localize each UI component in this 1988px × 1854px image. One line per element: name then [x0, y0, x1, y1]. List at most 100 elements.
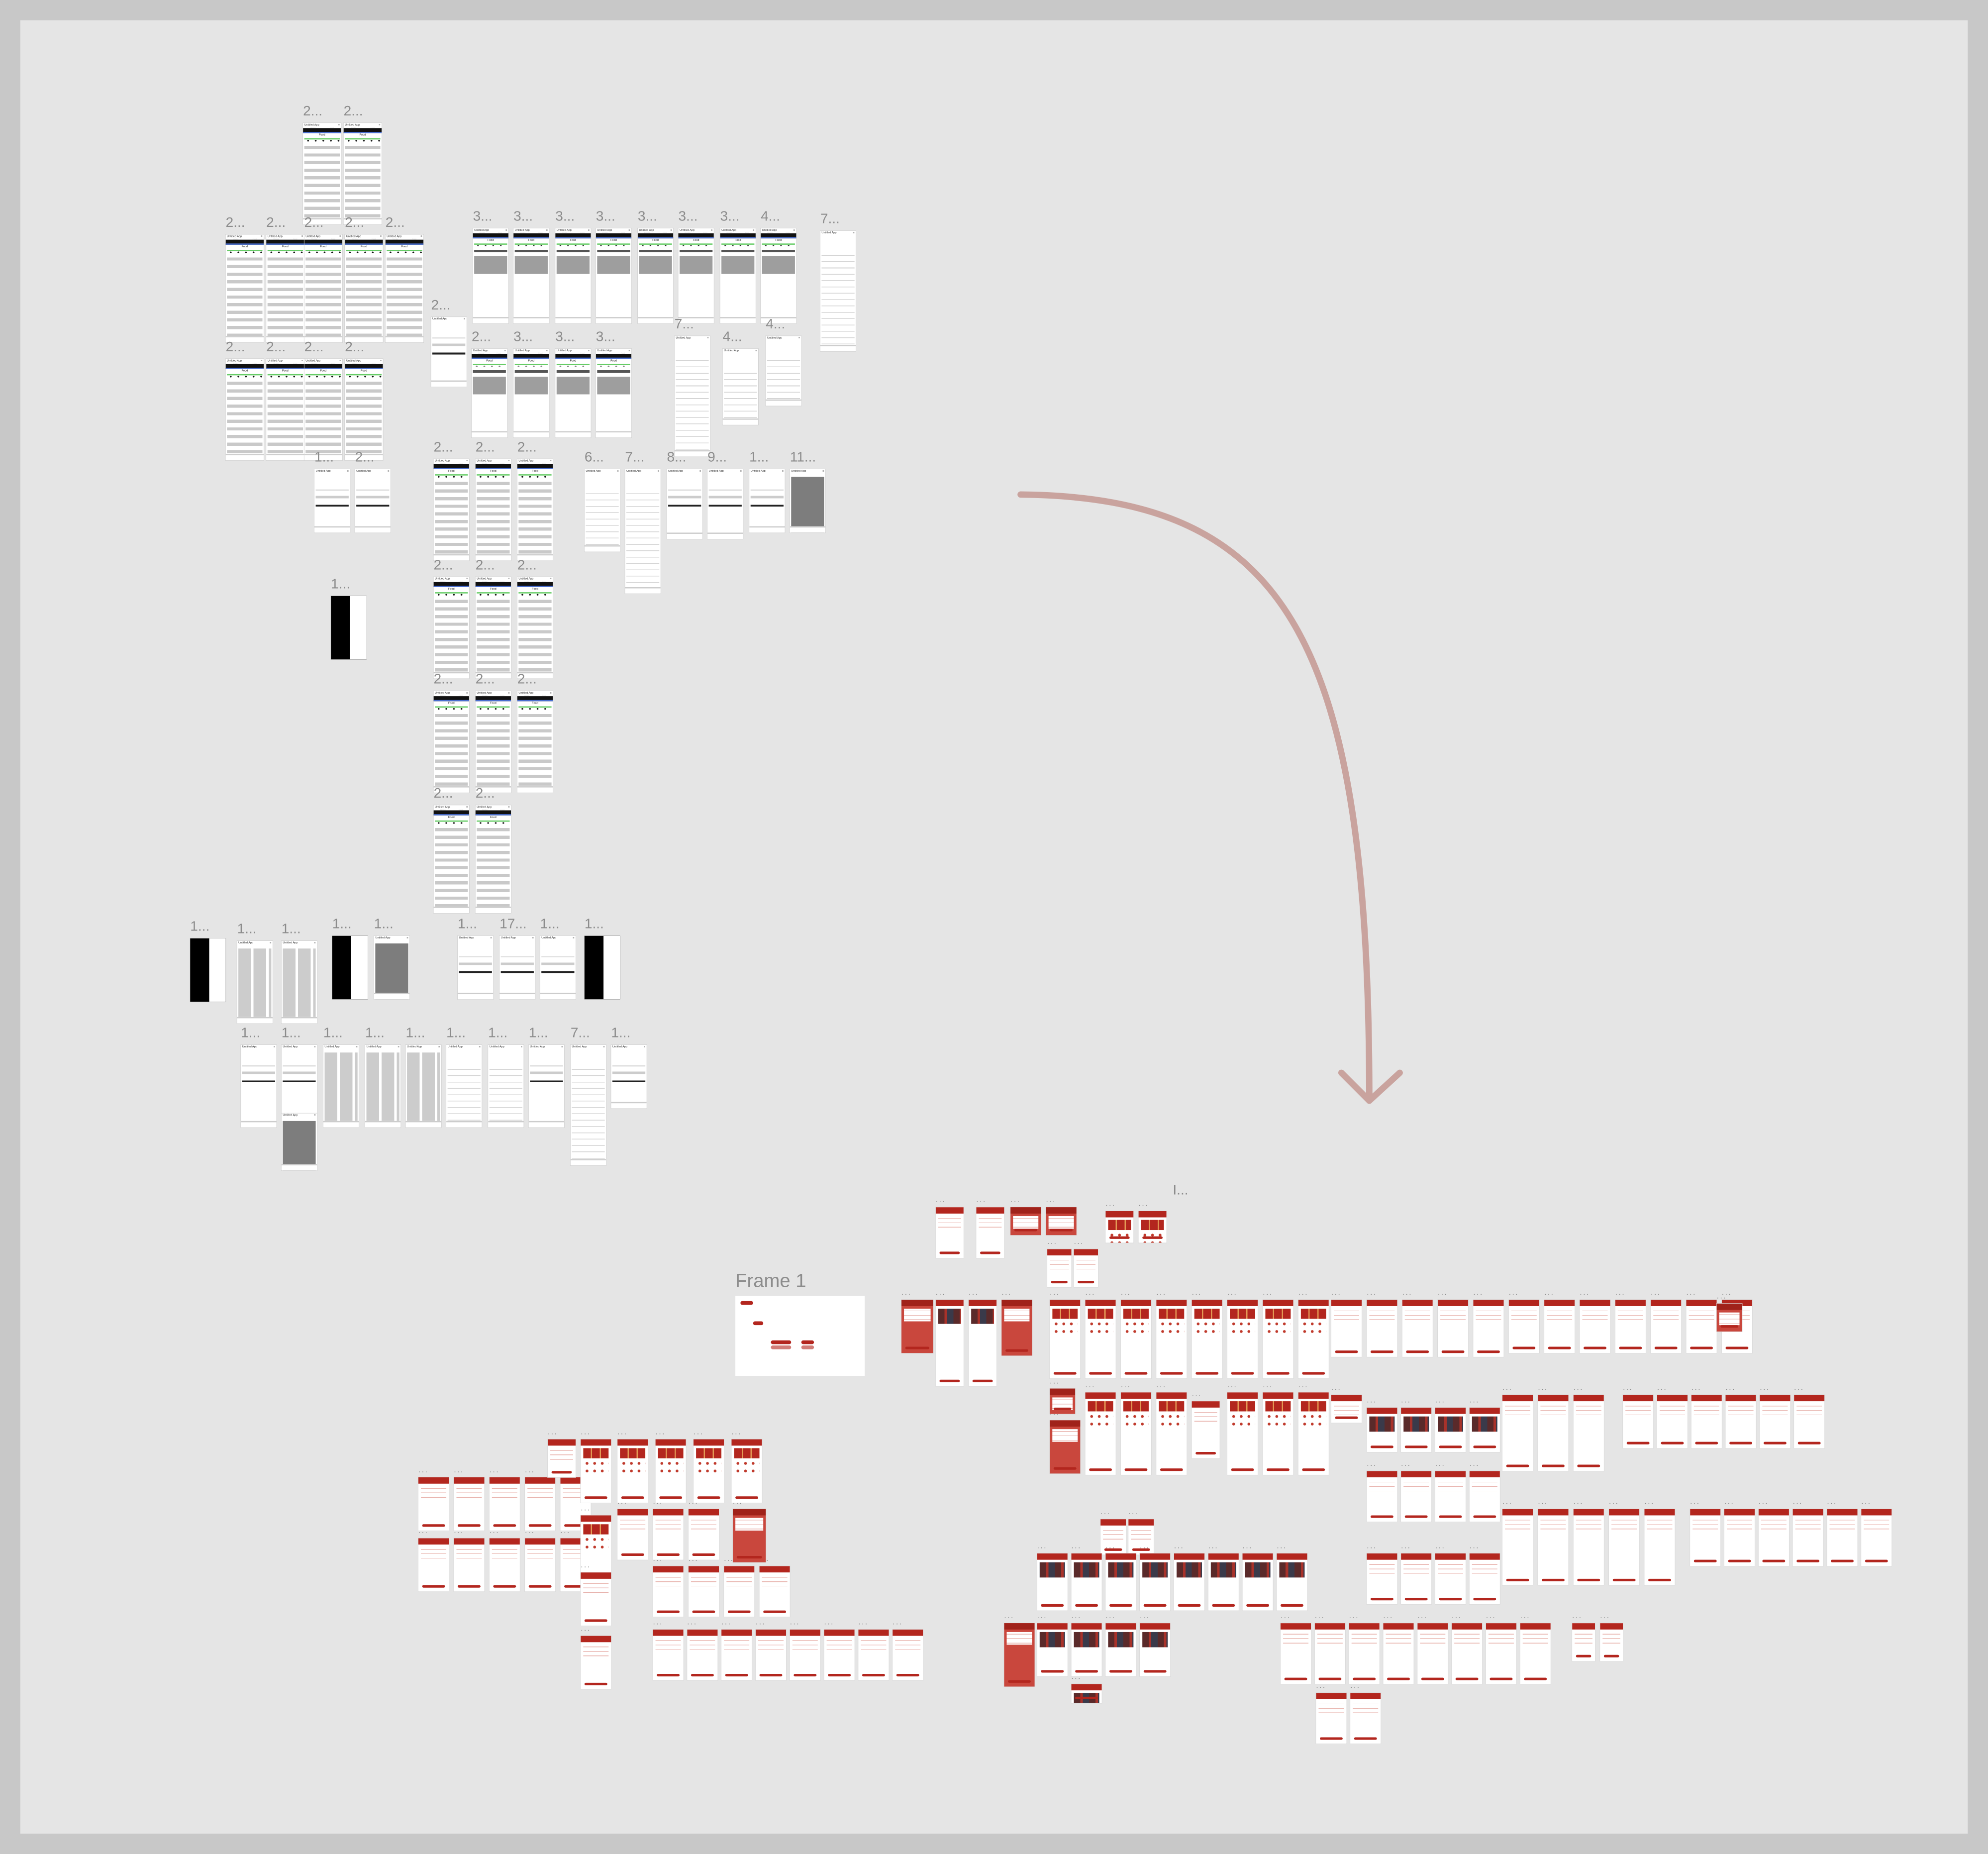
menu-icon[interactable]: ≡ — [388, 470, 390, 473]
tab-movies[interactable]: Movies — [482, 810, 488, 812]
frame-label[interactable]: 1... — [611, 1026, 631, 1041]
menu-icon[interactable]: ≡ — [347, 470, 349, 473]
wireframe-frame[interactable]: Untitled App≡ — [749, 469, 785, 533]
design-frame[interactable] — [1644, 1509, 1675, 1585]
frame-label[interactable]: ... — [1037, 1613, 1048, 1621]
wireframe-frame[interactable]: Untitled App≡ — [488, 1044, 524, 1128]
frame-label[interactable]: 2... — [472, 329, 492, 345]
frame-label[interactable]: 1... — [365, 1026, 385, 1041]
design-frame[interactable] — [755, 1629, 787, 1680]
frame-label[interactable]: ... — [1367, 1543, 1377, 1551]
primary-button[interactable] — [1404, 1445, 1428, 1448]
design-frame[interactable] — [1452, 1623, 1483, 1684]
tab-movies[interactable]: Movies — [482, 696, 488, 698]
primary-button[interactable] — [1577, 1464, 1600, 1467]
primary-button[interactable] — [1195, 1452, 1216, 1455]
frame-label[interactable]: ... — [1046, 1197, 1056, 1205]
tab-food[interactable]: Food — [293, 239, 298, 241]
primary-button[interactable] — [659, 1496, 683, 1499]
primary-button[interactable] — [735, 1496, 759, 1499]
menu-icon[interactable]: ≡ — [438, 1045, 440, 1048]
frame-1[interactable] — [735, 1296, 865, 1376]
design-frame[interactable] — [525, 1538, 556, 1592]
frame-label[interactable]: ... — [1085, 1289, 1095, 1298]
design-frame[interactable] — [1469, 1471, 1500, 1522]
frame-label[interactable]: 3... — [596, 329, 615, 345]
tab-food[interactable]: Food — [500, 582, 504, 584]
wireframe-frame[interactable]: Untitled App≡ — [281, 940, 317, 1024]
design-frame[interactable] — [688, 1566, 719, 1617]
design-frame[interactable] — [1538, 1509, 1569, 1585]
design-frame[interactable] — [1192, 1300, 1222, 1379]
frame-label[interactable]: 2... — [475, 672, 495, 688]
design-frame[interactable] — [1401, 1407, 1432, 1452]
wireframe-frame[interactable]: Untitled App≡ — [674, 336, 710, 457]
design-frame[interactable] — [1263, 1300, 1293, 1379]
frame-label[interactable]: ... — [1050, 1289, 1060, 1298]
primary-button[interactable] — [1797, 1442, 1821, 1444]
frame-label[interactable]: ... — [1725, 1384, 1736, 1393]
frame-label[interactable]: ... — [617, 1499, 628, 1507]
frame-label[interactable]: ... — [1227, 1382, 1238, 1390]
tab-movies[interactable]: Movies — [273, 364, 279, 365]
menu-icon[interactable]: ≡ — [420, 235, 422, 238]
design-frame[interactable] — [1350, 1693, 1381, 1744]
menu-icon[interactable]: ≡ — [466, 806, 468, 809]
primary-button[interactable] — [1143, 1670, 1167, 1673]
design-frame[interactable] — [1331, 1300, 1362, 1357]
frame-label[interactable]: ... — [1316, 1682, 1326, 1691]
frame-label[interactable]: ... — [893, 1619, 903, 1627]
primary-button[interactable] — [763, 1610, 787, 1613]
frame-label[interactable]: 6... — [584, 450, 604, 466]
menu-icon[interactable]: ≡ — [464, 317, 466, 320]
frame-label[interactable]: ... — [1573, 1499, 1584, 1507]
frame-label[interactable]: ... — [1227, 1289, 1238, 1298]
primary-button[interactable] — [422, 1524, 445, 1527]
frame-label[interactable]: ... — [1037, 1543, 1048, 1551]
frame-label[interactable]: ... — [1140, 1613, 1150, 1621]
small-button[interactable] — [801, 1340, 814, 1344]
primary-button[interactable] — [621, 1496, 644, 1499]
tab-food[interactable]: Food — [621, 354, 625, 355]
primary-button[interactable] — [1053, 1407, 1072, 1410]
design-frame[interactable] — [617, 1509, 648, 1560]
frame-label[interactable]: ... — [1004, 1613, 1014, 1621]
menu-icon[interactable]: ≡ — [707, 336, 709, 339]
frame-label[interactable]: ... — [688, 1556, 699, 1564]
primary-button[interactable] — [980, 1251, 1000, 1254]
frame-label[interactable]: 1... — [237, 922, 257, 937]
frame-label[interactable]: 3... — [513, 209, 533, 225]
frame-label[interactable]: ... — [454, 1528, 464, 1536]
design-frame[interactable] — [1367, 1407, 1397, 1452]
design-frame[interactable] — [1156, 1392, 1187, 1475]
design-frame[interactable] — [1486, 1623, 1517, 1684]
frame-label[interactable]: ... — [454, 1467, 464, 1475]
frame-label[interactable]: ... — [1071, 1674, 1082, 1682]
frame-label[interactable]: ... — [489, 1467, 500, 1475]
primary-button[interactable] — [1619, 1346, 1642, 1349]
frame-label[interactable]: ... — [1349, 1613, 1360, 1621]
frame-label[interactable]: ... — [1314, 1613, 1325, 1621]
frame-label[interactable]: ... — [694, 1429, 704, 1437]
design-frame[interactable] — [1651, 1300, 1682, 1353]
frame-label[interactable]: 2... — [433, 440, 453, 455]
primary-button[interactable] — [493, 1585, 516, 1588]
primary-button[interactable] — [1584, 1346, 1606, 1349]
frame-label[interactable]: 11... — [790, 450, 816, 466]
primary-button[interactable] — [692, 1610, 715, 1613]
design-frame[interactable] — [418, 1477, 449, 1531]
menu-icon[interactable]: ≡ — [314, 941, 316, 944]
design-frame[interactable] — [935, 1207, 964, 1258]
primary-button[interactable] — [1104, 1548, 1122, 1551]
primary-button[interactable] — [657, 1610, 680, 1613]
frame-label[interactable]: 1... — [332, 917, 352, 932]
tab-movies[interactable]: Movies — [562, 354, 568, 355]
frame-label[interactable]: ... — [1538, 1499, 1548, 1507]
design-frame[interactable] — [1401, 1471, 1432, 1522]
